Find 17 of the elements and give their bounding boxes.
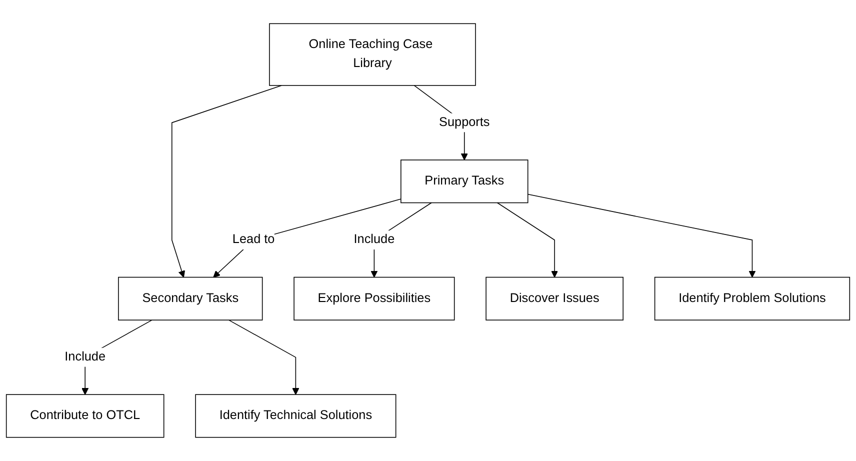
node-box: Identify Problem Solutions [654, 276, 850, 320]
arrow [213, 198, 402, 278]
edge-label: Supports [439, 116, 490, 130]
node-box: Online Teaching Case Library [269, 23, 476, 86]
arrow [228, 320, 300, 395]
node-box: Secondary Tasks [118, 276, 263, 320]
edge-label: Lead to [232, 232, 275, 246]
arrow [527, 194, 756, 278]
edge-label: Include [354, 232, 395, 246]
node-box: Explore Possibilities [294, 276, 455, 320]
edge-label: Include [64, 350, 106, 364]
node-box: Primary Tasks [400, 160, 528, 204]
arrow [171, 85, 282, 278]
arrow [496, 202, 558, 278]
node-box: Discover Issues [486, 276, 624, 320]
node-box: Identify Technical Solutions [195, 394, 396, 438]
node-box: Contribute to OTCL [6, 394, 164, 438]
